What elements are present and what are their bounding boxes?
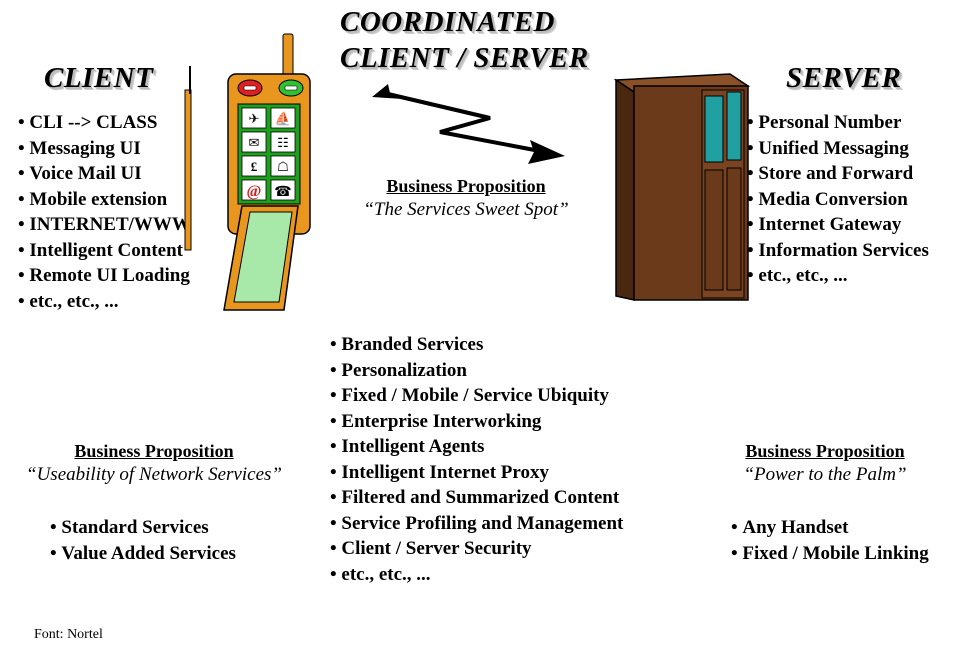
list-item: INTERNET/WWW xyxy=(18,212,191,238)
server-services-list: Any Handset Fixed / Mobile Linking xyxy=(731,515,929,567)
center-proposition-quote: “The Services Sweet Spot” xyxy=(363,199,569,220)
list-item: etc., etc., ... xyxy=(747,263,929,289)
list-item: etc., etc., ... xyxy=(18,289,191,315)
list-item: Intelligent Content xyxy=(18,238,191,264)
news-icon: ☷ xyxy=(277,135,289,150)
server-proposition-title: Business Proposition xyxy=(745,441,905,461)
telephone-icon: ☎ xyxy=(274,185,291,200)
list-item: Information Services xyxy=(747,238,928,264)
arrowhead-right xyxy=(528,140,565,164)
bus-icon: ☖ xyxy=(277,159,289,174)
list-item: Store and Forward xyxy=(747,161,929,187)
cabinet-window-right xyxy=(726,91,742,161)
list-item: Fixed / Mobile Linking xyxy=(731,541,928,567)
envelope-icon: ✉ xyxy=(249,135,260,150)
center-services-list: Branded Services Personalization Fixed /… xyxy=(330,332,623,587)
center-proposition-title: Business Proposition xyxy=(386,176,546,196)
cabinet-window-left xyxy=(704,95,724,163)
list-item: etc., etc., ... xyxy=(330,562,623,588)
client-proposition-title: Business Proposition xyxy=(74,441,234,461)
list-item: Enterprise Interworking xyxy=(330,409,623,435)
list-item: Mobile extension xyxy=(18,187,191,213)
currency-icon: £ xyxy=(251,159,258,174)
cabinet-panel-left xyxy=(704,169,724,291)
center-proposition: Business Proposition “The Services Sweet… xyxy=(355,176,577,221)
client-heading: CLIENT xyxy=(44,62,154,94)
list-item: Any Handset xyxy=(731,515,929,541)
title-line-2: CLIENT / SERVER xyxy=(340,42,589,74)
at-sign-icon: @ xyxy=(247,183,262,200)
list-item: Value Added Services xyxy=(50,541,236,567)
server-proposition-quote: “Power to the Palm” xyxy=(743,464,907,485)
client-proposition-quote: “Useability of Network Services” xyxy=(26,464,282,485)
list-item: Filtered and Summarized Content xyxy=(330,485,623,511)
plane-icon: ✈ xyxy=(249,111,260,126)
source-note: Font: Nortel xyxy=(34,627,103,642)
small-antenna-tip xyxy=(189,66,191,94)
list-item: Voice Mail UI xyxy=(18,161,191,187)
client-services-list: Standard Services Value Added Services xyxy=(50,515,236,566)
list-item: Internet Gateway xyxy=(747,212,929,238)
zigzag-connector xyxy=(387,92,546,154)
list-item: CLI --> CLASS xyxy=(18,110,191,136)
server-cabinet-illustration xyxy=(613,73,751,301)
client-server-link-arrow xyxy=(372,84,565,164)
phone-flap-screen xyxy=(233,211,293,303)
cabinet-panel-right xyxy=(726,167,742,291)
server-heading: SERVER xyxy=(786,62,902,94)
server-proposition: Business Proposition “Power to the Palm” xyxy=(730,441,920,486)
list-item: Standard Services xyxy=(50,515,236,541)
list-item: Personalization xyxy=(330,358,623,384)
small-antenna xyxy=(184,89,192,251)
server-feature-list: Personal Number Unified Messaging Store … xyxy=(747,110,929,289)
client-proposition: Business Proposition “Useability of Netw… xyxy=(8,441,300,486)
list-item: Media Conversion xyxy=(747,187,929,213)
list-item: Remote UI Loading xyxy=(18,263,191,289)
title-line-1: COORDINATED xyxy=(340,6,555,38)
arrowhead-left xyxy=(372,84,420,100)
list-item: Service Profiling and Management xyxy=(330,511,623,537)
list-item: Messaging UI xyxy=(18,136,191,162)
list-item: Intelligent Internet Proxy xyxy=(330,460,623,486)
list-item: Intelligent Agents xyxy=(330,434,623,460)
diagram-title: COORDINATED CLIENT / SERVER xyxy=(340,4,589,76)
cabinet-side xyxy=(615,78,635,301)
list-item: Personal Number xyxy=(747,110,929,136)
list-item: Unified Messaging xyxy=(747,136,929,162)
boat-icon: ⛵ xyxy=(275,111,291,126)
mobile-phone-illustration: ✈ ⛵ ✉ ☷ £ ☖ @ ☎ xyxy=(184,33,311,311)
list-item: Branded Services xyxy=(330,332,623,358)
list-item: Fixed / Mobile / Service Ubiquity xyxy=(330,383,623,409)
list-item: Client / Server Security xyxy=(330,536,623,562)
client-feature-list: CLI --> CLASS Messaging UI Voice Mail UI… xyxy=(18,110,191,314)
